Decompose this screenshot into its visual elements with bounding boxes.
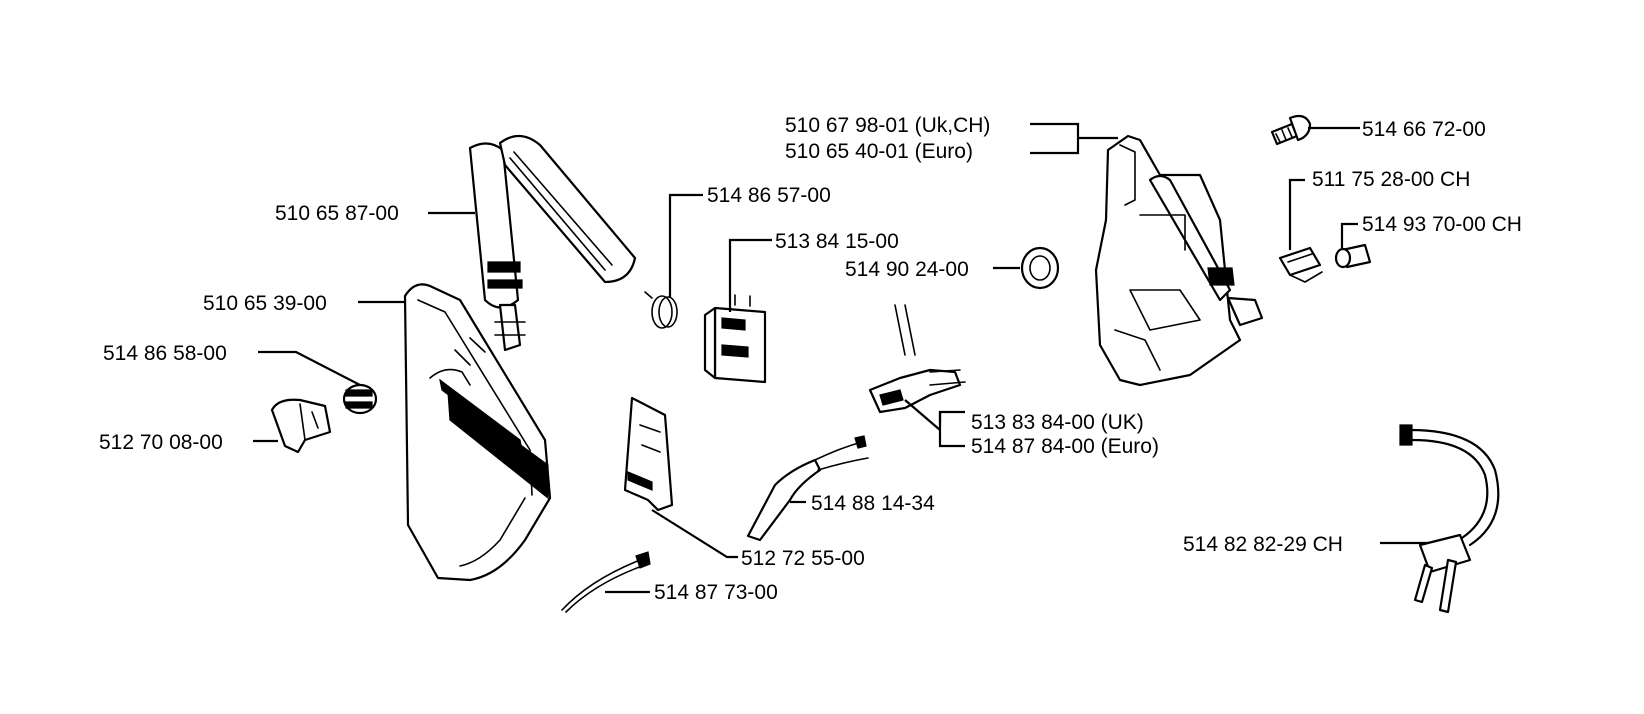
leader-lines: [253, 122, 1428, 594]
label-514-82-82-29-ch: 514 82 82-29 CH: [1183, 533, 1343, 556]
label-510-65-39-00: 510 65 39-00: [203, 292, 327, 315]
label-514-93-70-00-ch: 514 93 70-00 CH: [1362, 213, 1522, 236]
label-513-84-15-00: 513 84 15-00: [775, 230, 899, 253]
label-514-86-58-00: 514 86 58-00: [103, 342, 227, 365]
switch-part: [703, 294, 767, 384]
label-512-72-55-00: 512 72 55-00: [741, 547, 865, 570]
part-labels: 510 65 87-00 510 65 39-00 514 86 58-00 5…: [99, 114, 1522, 604]
grommet-part: [1020, 246, 1060, 290]
cable-sleeve-part: [746, 435, 869, 542]
spring-part: [644, 291, 678, 329]
screw-part: [1270, 114, 1312, 146]
label-511-75-28-00-ch: 511 75 28-00 CH: [1312, 168, 1470, 191]
label-510-65-87-00: 510 65 87-00: [275, 202, 399, 225]
label-514-87-73-00: 514 87 73-00: [654, 581, 778, 604]
cap-knob-part: [270, 398, 332, 454]
label-513-83-84-00-uk: 513 83 84-00 (UK): [971, 411, 1144, 434]
cable-connector-part: [868, 304, 966, 414]
label-514-86-57-00: 514 86 57-00: [707, 184, 831, 207]
label-514-88-14-34: 514 88 14-34: [811, 492, 935, 515]
circuit-board-part: [623, 396, 674, 512]
wire-part: [561, 551, 651, 613]
label-510-67-98-01: 510 67 98-01 (Uk,CH): [785, 114, 990, 137]
small-plug-part: [342, 383, 378, 415]
label-514-90-24-00: 514 90 24-00: [845, 258, 969, 281]
oil-tank-body-part: [403, 283, 552, 582]
handle-housing-part: [1094, 134, 1264, 387]
label-510-65-40-01: 510 65 40-01 (Euro): [785, 140, 973, 163]
pin-part: [1334, 243, 1372, 269]
power-cord-part: [1399, 424, 1500, 614]
oil-filler-tube-part: [468, 134, 637, 352]
label-512-70-08-00: 512 70 08-00: [99, 431, 223, 454]
clip-part: [1278, 246, 1323, 283]
label-514-66-72-00: 514 66 72-00: [1362, 118, 1486, 141]
label-514-87-84-00-euro: 514 87 84-00 (Euro): [971, 435, 1159, 458]
